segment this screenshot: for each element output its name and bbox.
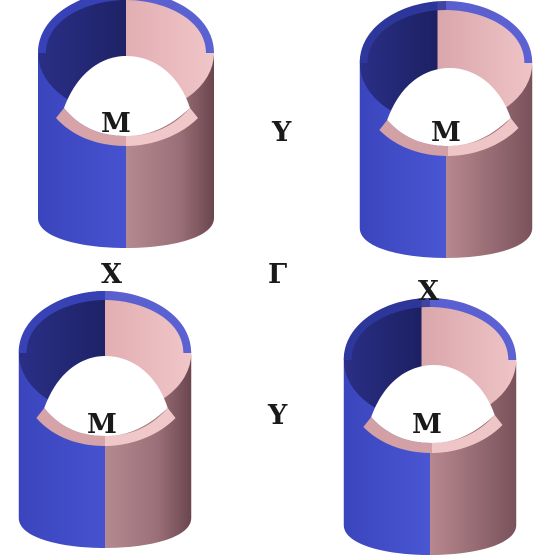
label-y-top: Y [271,117,292,148]
label-m-bottom-right: M [412,409,442,440]
label-m-top-left: M [101,108,131,139]
label-x-left: X [101,259,122,290]
label-x-right: X [418,276,439,307]
label-y-bottom: Y [267,400,288,431]
label-gamma-center: Γ [268,259,287,290]
label-m-top-right: M [431,117,461,148]
label-m-bottom-left: M [87,409,117,440]
